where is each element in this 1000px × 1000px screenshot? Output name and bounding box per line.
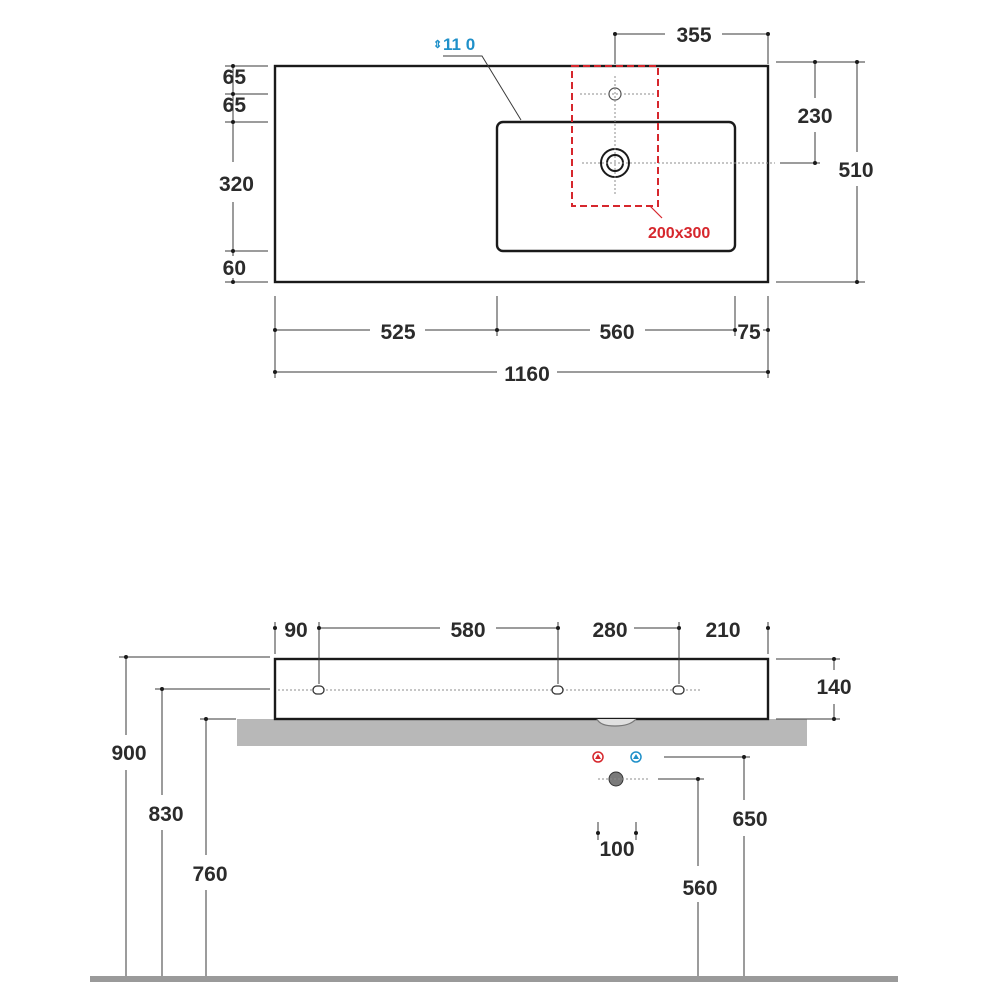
dim-560-top: 560 (599, 321, 634, 344)
dim-900: 900 (111, 742, 146, 765)
dim-525: 525 (380, 321, 415, 344)
dim-210: 210 (705, 619, 740, 642)
top-view: 200x300 ⇕ 11 0 355 65 65 320 60 (218, 24, 874, 386)
dim-320: 320 (219, 173, 254, 196)
dim-760: 760 (192, 863, 227, 886)
dim-75: 75 (737, 321, 761, 344)
dim-60: 60 (223, 257, 246, 280)
dim-650: 650 (732, 808, 767, 831)
dim-280: 280 (592, 619, 627, 642)
fixing-hole-right (672, 685, 685, 695)
countertop (237, 719, 807, 746)
basin-outline-front (273, 657, 770, 721)
cutout-label: 200x300 (648, 225, 710, 242)
dim-580: 580 (450, 619, 485, 642)
fixing-hole-left (312, 685, 325, 695)
dim-65b: 65 (223, 94, 247, 117)
dim-510: 510 (838, 159, 873, 182)
cutout-box (571, 65, 659, 207)
height-arrows-icon: ⇕ (433, 39, 442, 51)
faucet-hole-label: 11 0 (443, 35, 475, 54)
cutout-leader (649, 205, 663, 219)
bowl-outline (495, 120, 737, 253)
fixing-hole-middle (551, 685, 564, 695)
basin-outline-top (273, 64, 770, 284)
dim-90: 90 (284, 619, 307, 642)
drain-front (596, 718, 637, 727)
dim-560-front: 560 (682, 877, 717, 900)
front-view: 90 580 280 210 140 900 830 760 (90, 619, 898, 982)
floor (90, 976, 898, 982)
dim-830: 830 (148, 803, 183, 826)
dim-140: 140 (816, 676, 851, 699)
dim-1160: 1160 (504, 363, 550, 386)
faucet-hole-leader (443, 55, 522, 121)
dim-100: 100 (599, 838, 634, 861)
dim-230: 230 (797, 105, 832, 128)
dim-355: 355 (676, 24, 711, 47)
dim-65a: 65 (223, 66, 247, 89)
